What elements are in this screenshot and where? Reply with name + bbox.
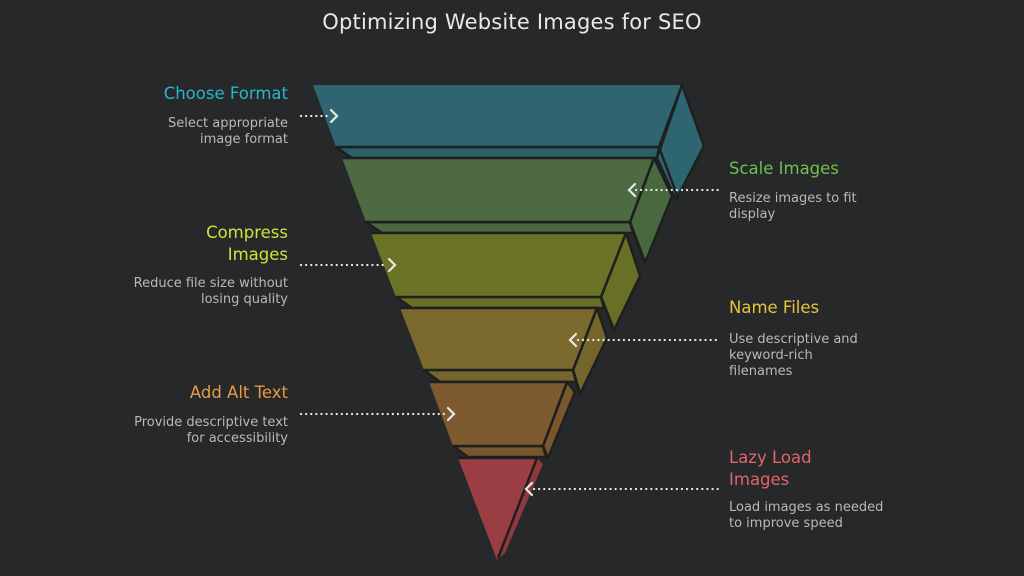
- chevron-right-icon: [329, 108, 339, 124]
- connector-choose-format: [299, 108, 339, 124]
- chevron-left-icon: [568, 332, 578, 348]
- chevron-left-icon: [627, 182, 637, 198]
- funnel-layer-compress-images: [371, 231, 642, 332]
- connector-name-files: [568, 332, 720, 348]
- step-label-choose-format: Choose Format: [163, 84, 288, 103]
- connector-compress-images: [299, 257, 397, 273]
- step-desc-name-files: Use descriptive and keyword-rich filenam…: [729, 332, 858, 379]
- step-desc-compress-images: Reduce file size without losing quality: [133, 276, 288, 307]
- connector-add-alt-text: [299, 406, 456, 422]
- step-label-compress-images: Compress Images: [206, 223, 288, 264]
- step-label-lazy-load: Lazy Load Images: [729, 448, 812, 489]
- funnel-layer-add-alt-text: [429, 380, 577, 460]
- step-desc-add-alt-text: Provide descriptive text for accessibili…: [134, 415, 288, 446]
- diagram-title: Optimizing Website Images for SEO: [322, 10, 702, 34]
- step-label-name-files: Name Files: [729, 298, 820, 317]
- step-desc-lazy-load: Load images as needed to improve speed: [729, 500, 884, 531]
- step-label-scale-images: Scale Images: [729, 159, 839, 178]
- connector-scale-images: [627, 182, 720, 198]
- funnel-layer-name-files: [400, 306, 609, 396]
- step-label-add-alt-text: Add Alt Text: [189, 383, 288, 402]
- step-desc-scale-images: Resize images to fit display: [729, 191, 857, 222]
- funnel-layer-choose-format: [313, 83, 706, 202]
- funnel-layer-lazy-load: [458, 456, 543, 560]
- step-desc-choose-format: Select appropriate image format: [168, 116, 288, 147]
- chevron-right-icon: [446, 406, 456, 422]
- connector-lazy-load: [524, 481, 720, 497]
- chevron-right-icon: [387, 257, 397, 273]
- chevron-left-icon: [524, 481, 534, 497]
- funnel-layer-scale-images: [342, 156, 674, 265]
